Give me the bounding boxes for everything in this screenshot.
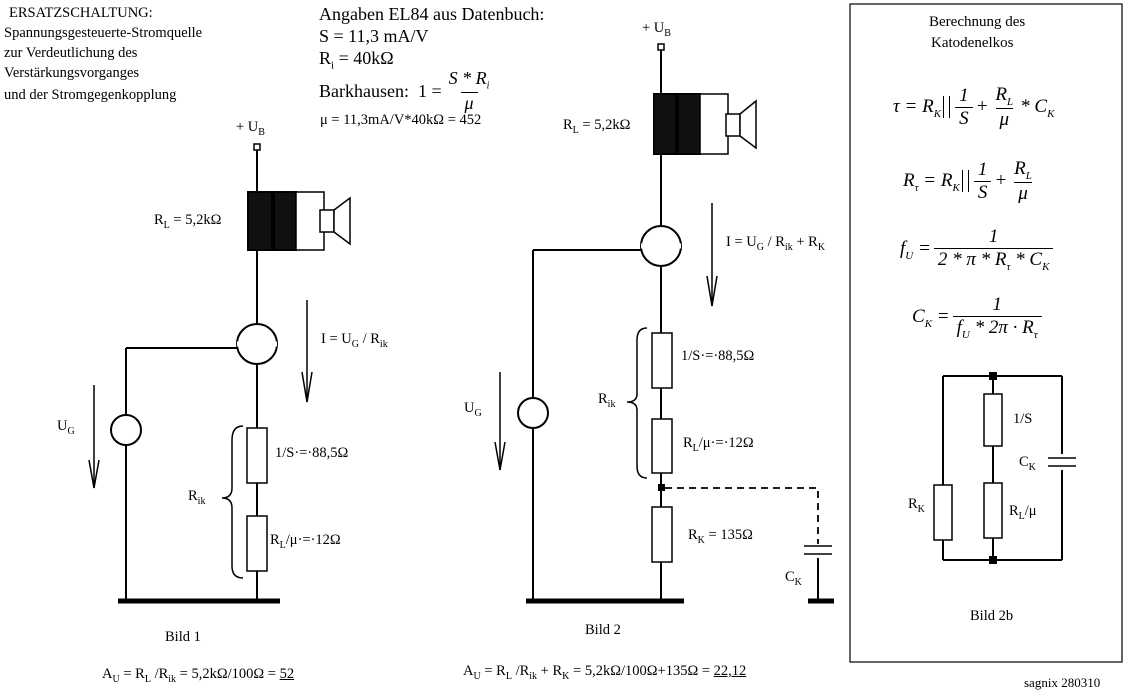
- specs-heading: Angaben EL84 aus Datenbuch:: [319, 4, 545, 24]
- specs-s: S = 11,3 mA/V: [319, 26, 429, 46]
- b1-rik-label: Rik: [188, 488, 206, 507]
- b2-caption: Bild 2: [585, 622, 621, 638]
- panel-title-1: Berechnung des: [929, 14, 1026, 30]
- panel-title-2: Katodenelkos: [931, 35, 1014, 51]
- intro-line-3: Verstärkungsvorganges: [4, 65, 140, 81]
- specs-ri: Ri = 40kΩ: [319, 48, 394, 72]
- intro-line-2: zur Verdeutlichung des: [4, 45, 138, 61]
- panel-rlmu-label: RL/μ: [1009, 503, 1037, 522]
- b1-rs-label: 1/S·=·88,5Ω: [275, 445, 349, 461]
- b1-resistor-RLmu: [246, 515, 268, 572]
- b1-current-label: I = UG / Rik: [321, 331, 388, 350]
- panel-1s-label: 1/S: [1013, 411, 1033, 427]
- b2-rl-label: RL = 5,2kΩ: [563, 117, 631, 136]
- b1-rl-label: RL = 5,2kΩ: [154, 212, 222, 231]
- specs-mu: μ = 11,3mA/V*40kΩ = 452: [320, 112, 482, 128]
- b1-gain-formula: AU = RL /Rik = 5,2kΩ/100Ω = 52: [102, 666, 295, 685]
- b2-ug-label: UG: [464, 400, 482, 419]
- b1-ug-source: [110, 414, 142, 446]
- intro-line-4: und der Stromgegenkopplung: [4, 87, 177, 103]
- b1-rlmu-label: RL/μ·=·12Ω: [270, 532, 341, 551]
- b1-caption: Bild 1: [165, 629, 201, 645]
- b2-rik-label: Rik: [598, 391, 616, 410]
- b1-supply-terminal: [253, 143, 261, 151]
- calc-panel-frame: [849, 3, 1123, 663]
- panel-ck-label: CK: [1019, 454, 1036, 473]
- b2-rlmu-label: RL/μ·=·12Ω: [683, 435, 754, 454]
- b2-supply-label: + UB: [642, 20, 671, 39]
- b2-gain-formula: AU = RL /Rik + RK = 5,2kΩ/100Ω+135Ω = 22…: [463, 663, 747, 682]
- signature: sagnix 280310: [1024, 675, 1101, 690]
- b2-current-label: I = UG / Rik + RK: [726, 234, 826, 253]
- b2-ck-label: CK: [785, 569, 802, 588]
- intro-title: ERSATZSCHALTUNG:: [9, 5, 153, 21]
- panel-caption: Bild 2b: [970, 608, 1014, 624]
- b1-supply-label: + UB: [236, 119, 265, 138]
- intro-line-1: Spannungsgesteuerte-Stromquelle: [4, 25, 203, 41]
- b2-speaker-icon: [725, 113, 741, 137]
- b1-resistor-1S: [246, 427, 268, 484]
- b1-speaker-icon: [319, 209, 335, 233]
- b2-rs-label: 1/S·=·88,5Ω: [681, 348, 755, 364]
- b2-rk-label: RK = 135Ω: [688, 527, 753, 546]
- panel-rk-label: RK: [908, 496, 925, 515]
- b1-ug-label: UG: [57, 418, 75, 437]
- b1-transformer-core: [247, 191, 273, 251]
